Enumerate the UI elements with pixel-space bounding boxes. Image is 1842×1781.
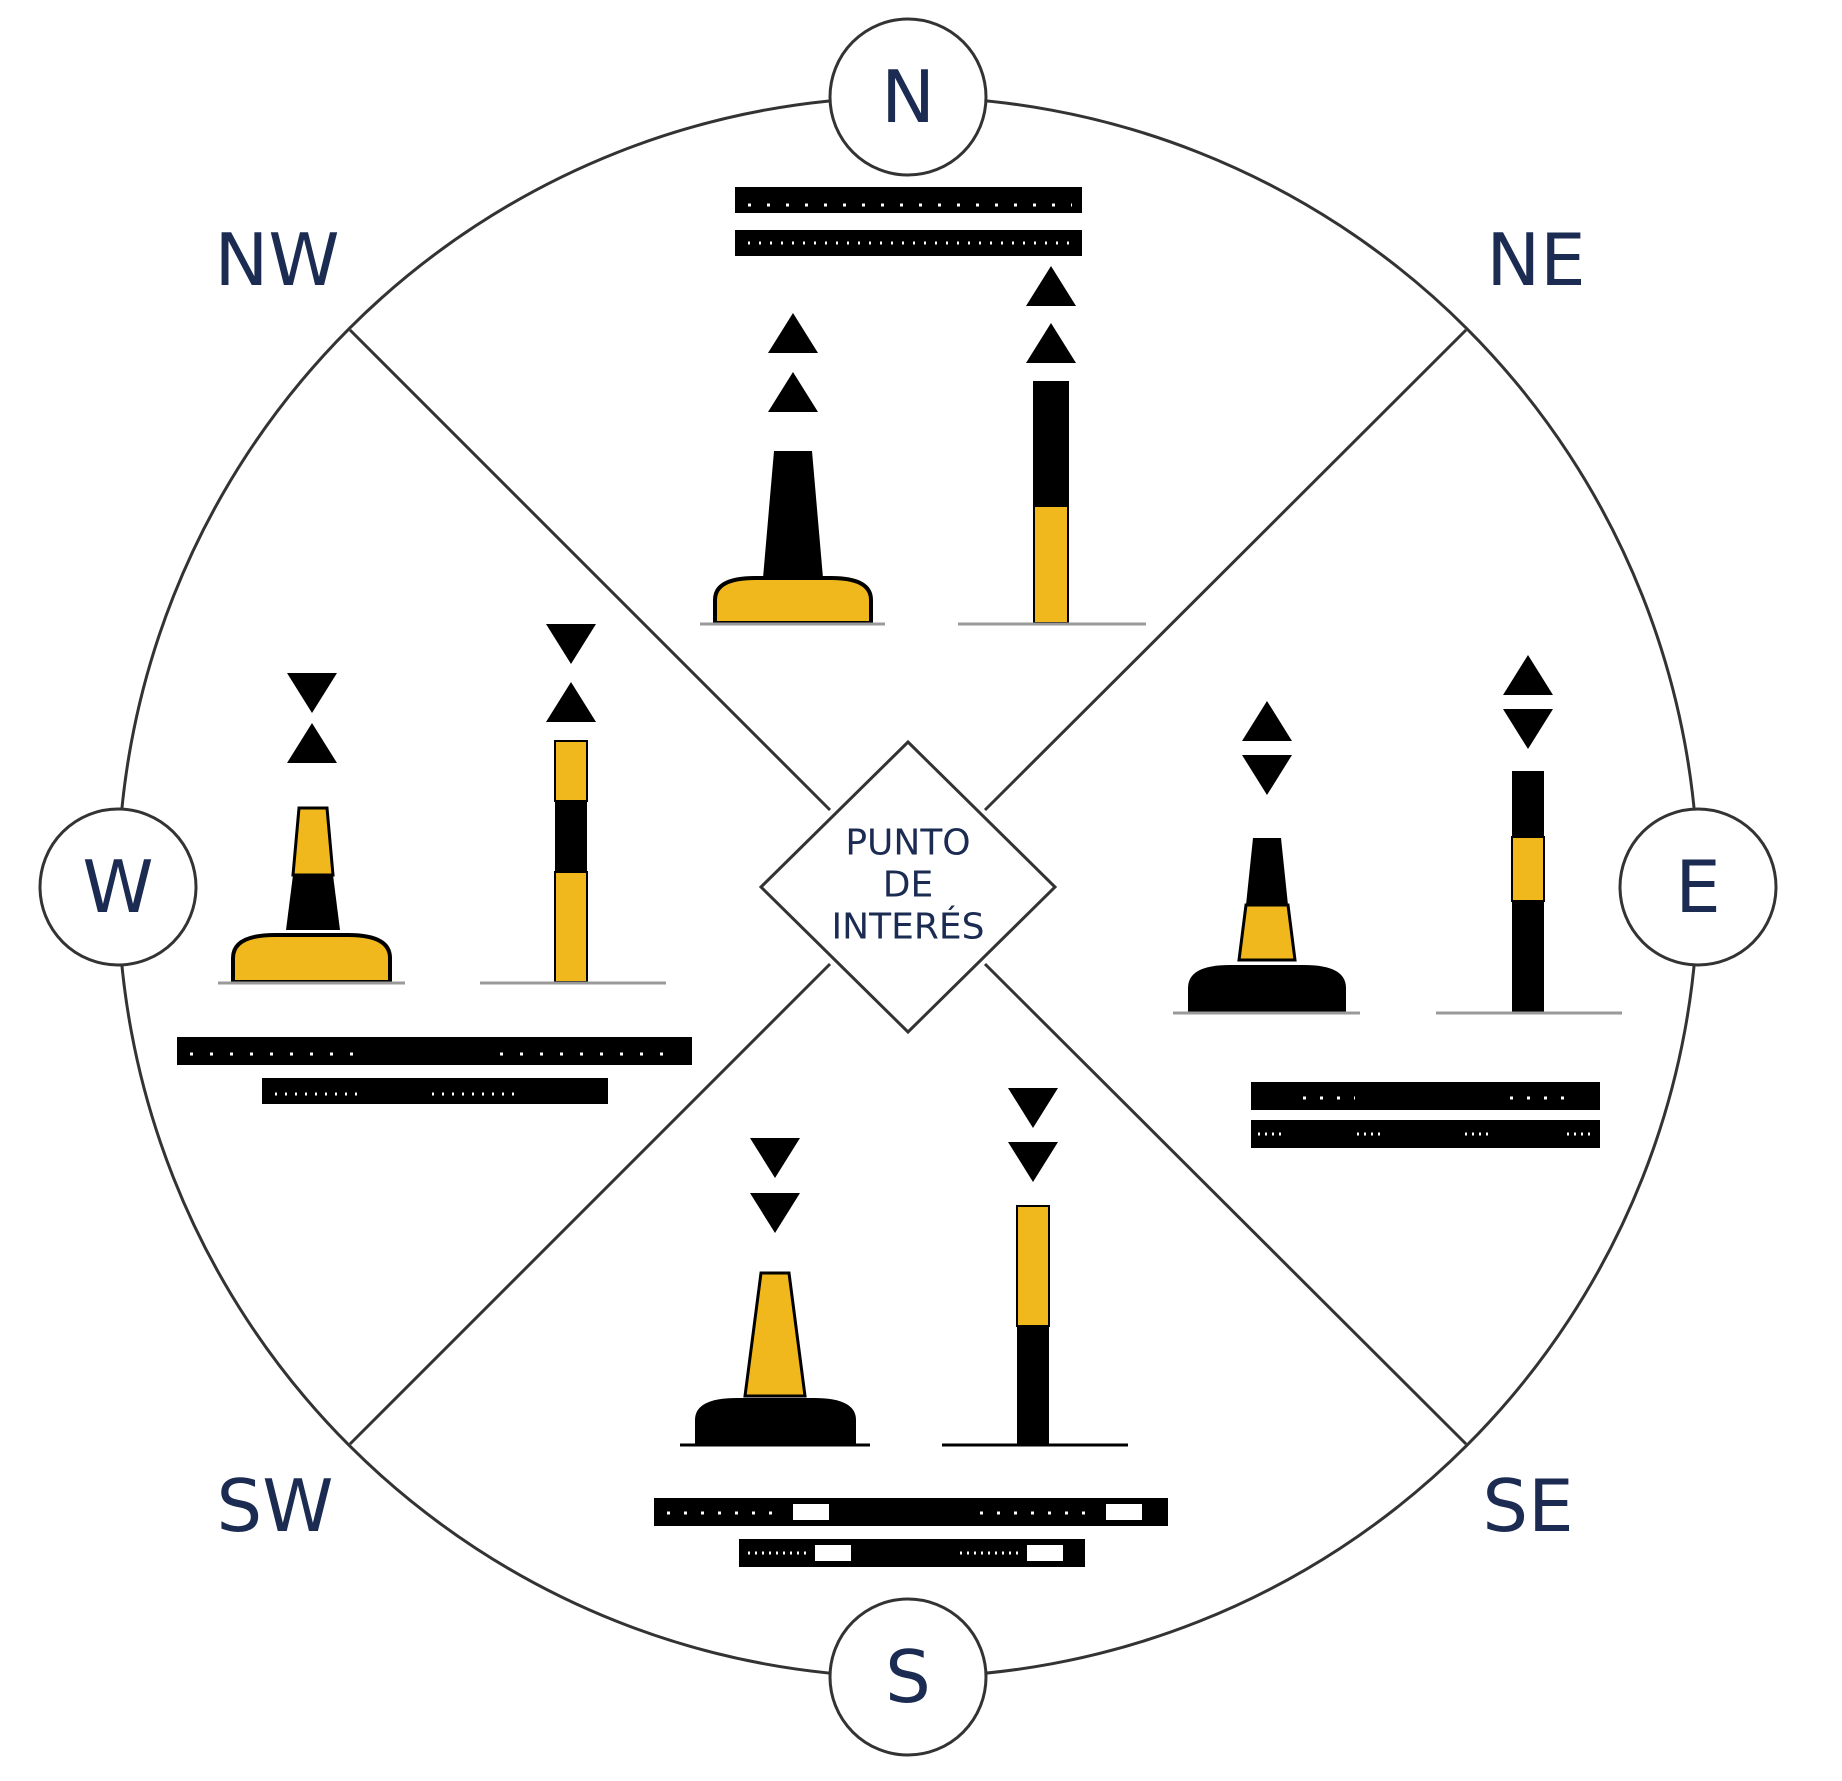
direction-n-label: N bbox=[881, 55, 935, 139]
direction-e-circle bbox=[1618, 807, 1778, 967]
direction-w-label: W bbox=[82, 845, 153, 929]
west-buoy-icon bbox=[218, 806, 405, 985]
divider-sw bbox=[348, 962, 832, 1446]
south-buoy-icon bbox=[680, 1271, 870, 1447]
center-label-line-3: INTERÉS bbox=[832, 906, 985, 948]
east-buoy-icon bbox=[1173, 838, 1360, 1015]
center-label-line-1: PUNTO bbox=[845, 823, 970, 864]
south-buoy-topmark-icon bbox=[750, 1138, 800, 1233]
north-light-pattern bbox=[735, 187, 1082, 256]
direction-w: W bbox=[38, 807, 198, 967]
north-pillar-topmark-icon bbox=[1026, 266, 1076, 363]
direction-se-label: SE bbox=[1482, 1464, 1573, 1548]
point-of-interest: PUNTO DE INTERÉS bbox=[758, 739, 1058, 1035]
south-pillar-icon bbox=[942, 1205, 1128, 1447]
direction-n: N bbox=[828, 17, 988, 177]
center-label-line-2: DE bbox=[883, 865, 933, 906]
direction-n-circle bbox=[828, 17, 988, 177]
east-mark bbox=[1173, 655, 1622, 1148]
direction-ne-label: NE bbox=[1486, 218, 1585, 302]
divider-nw bbox=[348, 328, 832, 812]
west-mark bbox=[177, 624, 692, 1104]
west-pillar-topmark-icon bbox=[546, 624, 596, 722]
east-light-pattern bbox=[1251, 1082, 1600, 1148]
north-pillar-icon bbox=[958, 381, 1146, 626]
south-mark bbox=[654, 1088, 1168, 1567]
north-buoy-topmark-icon bbox=[768, 313, 818, 412]
south-pillar-topmark-icon bbox=[1008, 1088, 1058, 1182]
north-buoy-icon bbox=[700, 451, 885, 626]
east-pillar-topmark-icon bbox=[1503, 655, 1553, 749]
south-light-pattern bbox=[654, 1498, 1168, 1567]
direction-e-label: E bbox=[1675, 845, 1721, 929]
direction-s-label: S bbox=[885, 1635, 931, 1719]
direction-w-circle bbox=[38, 807, 198, 967]
direction-nw-label: NW bbox=[214, 218, 339, 302]
direction-e: E bbox=[1618, 807, 1778, 967]
west-light-pattern bbox=[177, 1037, 692, 1104]
east-pillar-icon bbox=[1436, 771, 1622, 1015]
center-diamond bbox=[758, 739, 1058, 1035]
west-pillar-icon bbox=[480, 740, 666, 985]
direction-s-circle bbox=[828, 1597, 988, 1757]
direction-sw-label: SW bbox=[217, 1464, 334, 1548]
west-buoy-topmark-icon bbox=[287, 673, 337, 763]
direction-s: S bbox=[828, 1597, 988, 1757]
east-buoy-topmark-icon bbox=[1242, 701, 1292, 795]
north-mark bbox=[700, 187, 1146, 626]
divider-ne bbox=[983, 328, 1468, 812]
quadrant-dividers bbox=[348, 328, 1468, 1446]
divider-se bbox=[983, 962, 1468, 1446]
